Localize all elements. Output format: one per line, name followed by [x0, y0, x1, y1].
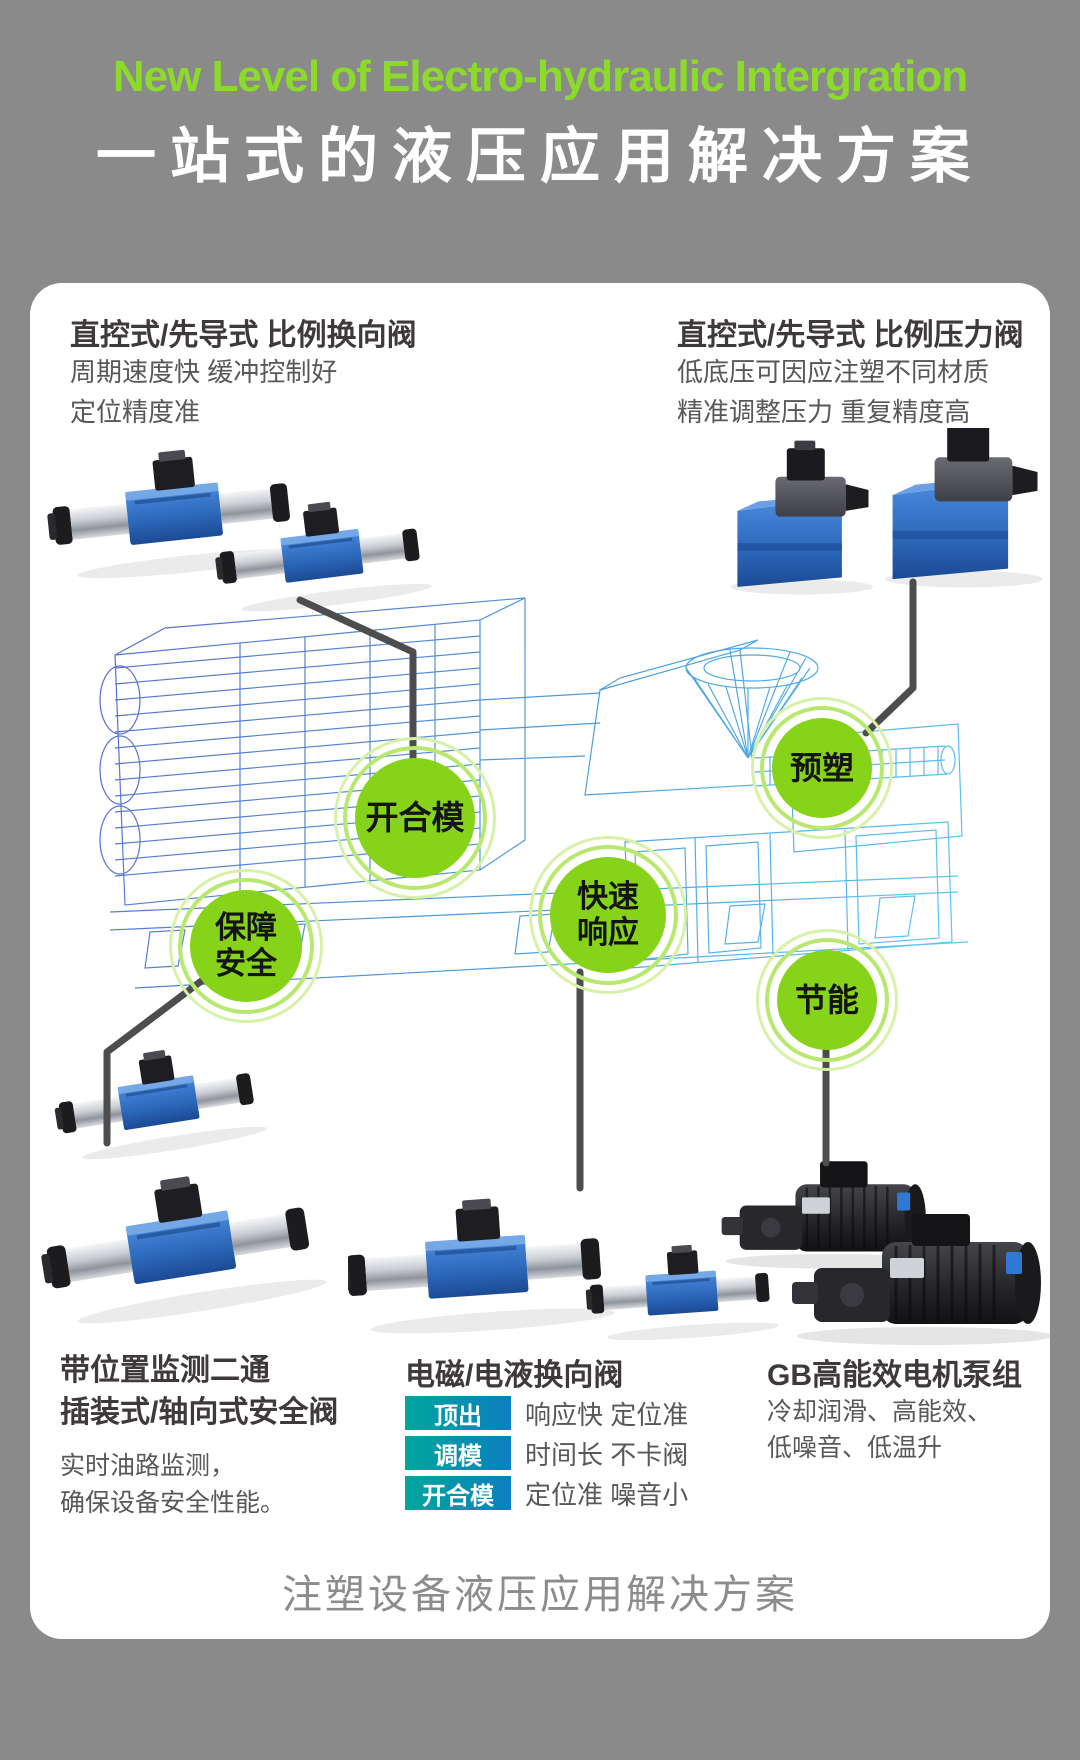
badge-label: 节能	[794, 982, 859, 1018]
section-desc-position-monitored-safety-valve: 实时油路监测， 确保设备安全性能。	[60, 1448, 285, 1522]
product-image-proportional-pressure-valves	[730, 428, 1042, 595]
feature-tag: 调模	[405, 1436, 511, 1470]
table-row: 顶出 响应快 定位准	[405, 1396, 688, 1430]
badge-label: 保障安全	[215, 910, 277, 981]
title-line: 带位置监测二通	[60, 1354, 270, 1387]
footer-caption: 注塑设备液压应用解决方案	[282, 1573, 798, 1617]
desc-line: 精准调整压力 重复精度高	[677, 397, 971, 427]
desc-line: 周期速度快 缓冲控制好	[70, 357, 338, 387]
desc-line: 确保设备安全性能。	[60, 1489, 286, 1517]
section-title-position-monitored-safety-valve: 带位置监测二通 插装式/轴向式安全阀	[60, 1350, 338, 1434]
section-desc-proportional-pressure-valve: 低底压可因应注塑不同材质 精准调整压力 重复精度高	[677, 352, 989, 432]
feature-text: 定位准 噪音小	[525, 1479, 689, 1510]
badge-safety-guarantee: 保障安全	[169, 869, 323, 1023]
section-title-solenoid-valve: 电磁/电液换向阀	[405, 1359, 624, 1392]
product-image-safety-valves	[35, 1035, 329, 1335]
badge-label: 快速响应	[577, 879, 639, 950]
page-title-english: New Level of Electro-hydraulic Intergrat…	[112, 52, 968, 101]
badge-energy-saving: 节能	[756, 929, 898, 1071]
page-title-chinese: 一站式的液压应用解决方案	[96, 123, 984, 190]
product-image-motor-pump-units	[720, 1160, 1050, 1347]
desc-line: 冷却润滑、高能效、	[767, 1398, 993, 1426]
badge-label: 预塑	[789, 750, 854, 786]
desc-line: 定位精度准	[70, 397, 201, 427]
feature-text: 时间长 不卡阀	[525, 1439, 689, 1470]
section-title-motor-pump-unit: GB高能效电机泵组	[767, 1359, 1022, 1392]
section-desc-motor-pump-unit: 冷却润滑、高能效、 低噪音、低温升	[767, 1394, 992, 1466]
table-row: 调模 时间长 不卡阀	[405, 1436, 688, 1470]
table-row: 开合模 定位准 噪音小	[405, 1476, 688, 1510]
title-line: 插装式/轴向式安全阀	[60, 1396, 339, 1429]
desc-line: 低噪音、低温升	[767, 1434, 943, 1462]
desc-line: 实时油路监测，	[60, 1452, 236, 1480]
section-desc-proportional-directional-valve: 周期速度快 缓冲控制好 定位精度准	[70, 352, 337, 432]
feature-tag: 顶出	[405, 1396, 511, 1430]
badge-label: 开合模	[365, 799, 465, 836]
solenoid-valve-feature-table: 顶出 响应快 定位准 调模 时间长 不卡阀 开合模 定位准 噪音小	[405, 1396, 688, 1516]
section-title-proportional-directional-valve: 直控式/先导式 比例换向阀	[70, 319, 417, 352]
badge-pre-plastication: 预塑	[751, 697, 893, 839]
desc-line: 低底压可因应注塑不同材质	[677, 357, 990, 387]
badge-mold-open-close: 开合模	[334, 737, 496, 899]
section-title-proportional-pressure-valve: 直控式/先导式 比例压力阀	[677, 319, 1024, 352]
feature-tag: 开合模	[405, 1476, 511, 1510]
badge-fast-response: 快速响应	[529, 836, 687, 994]
feature-text: 响应快 定位准	[525, 1399, 689, 1430]
